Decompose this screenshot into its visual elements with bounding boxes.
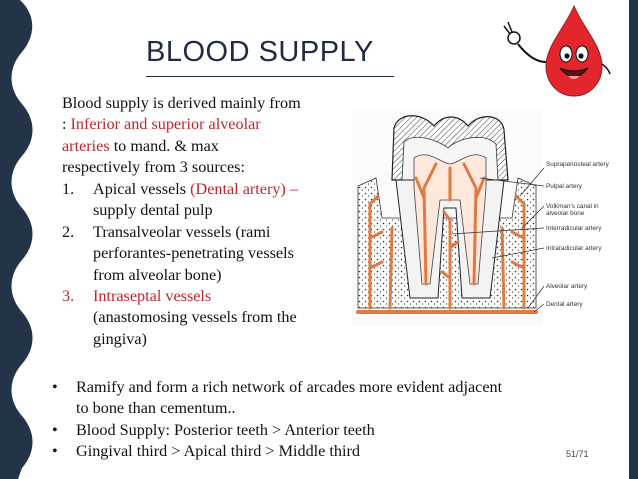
source-2-line-3: from alveolar bone)	[93, 265, 222, 284]
label-interradicular: Interradicular artery	[546, 225, 602, 232]
source-item-2: 2. Transalveolar vessels (rami perforant…	[62, 222, 352, 286]
source-3-line-2: (anastomosing vessels from the	[93, 308, 297, 327]
intro-line-1: Blood supply is derived mainly from	[62, 94, 301, 112]
bullet-1-line-1: Ramify and form a rich network of arcade…	[76, 378, 503, 396]
source-1-line-2: supply dental pulp	[93, 201, 213, 220]
intro-paragraph: Blood supply is derived mainly from : In…	[62, 93, 352, 179]
sources-list: 1. Apical vessels (Dental artery) – supp…	[62, 179, 352, 350]
label-dental: Dental artery	[546, 301, 583, 308]
source-number: 1.	[62, 180, 75, 198]
pulp-chamber	[413, 154, 487, 285]
source-number: 3.	[62, 287, 75, 306]
scalloped-left-border	[0, 0, 33, 479]
page-number: 51/71	[566, 449, 589, 459]
bullet-2-text: Blood Supply: Posterior teeth > Anterior…	[76, 420, 375, 439]
source-2-line-1: Transalveolar vessels (rami	[93, 222, 271, 241]
right-edge-bar	[629, 0, 638, 479]
intro-line-4: respectively from 3 sources:	[62, 158, 245, 177]
intro-line-3: arteries to mand. & max	[62, 136, 352, 157]
bullet-item-3: • Gingival third > Apical third > Middle…	[52, 441, 612, 462]
label-pulpal: Pulpal artery	[546, 183, 583, 190]
source-1-text: Apical vessels	[93, 180, 191, 198]
intraseptal-vessels-text: Intraseptal vessels	[93, 287, 212, 306]
vessel-network	[356, 162, 538, 314]
dental-artery-text: (Dental artery) –	[190, 180, 298, 198]
source-item-1: 1. Apical vessels (Dental artery) – supp…	[62, 179, 352, 222]
alveolar-arteries-text: Inferior and superior alveolar	[70, 115, 261, 134]
slide-title: BLOOD SUPPLY	[146, 36, 374, 68]
label-intraradicular: Intraradicular artery	[546, 245, 602, 252]
bullet-dot: •	[52, 420, 58, 439]
tooth-blood-supply-diagram: Supraperiosteal artery Pulpal artery Vol…	[352, 108, 610, 326]
bullet-3-text: Gingival third > Apical third > Middle t…	[76, 442, 360, 461]
bullet-1-line-2: to bone than cementum..	[76, 399, 236, 418]
label-alveolar: Alveolar artery	[546, 283, 588, 290]
bullet-list: • Ramify and form a rich network of arca…	[52, 377, 612, 463]
source-number: 2.	[62, 222, 75, 241]
bullet-item-2: • Blood Supply: Posterior teeth > Anteri…	[52, 420, 612, 441]
source-3-line-3: gingiva)	[93, 329, 147, 348]
leader-lines	[451, 167, 545, 313]
intro-prefix: :	[62, 115, 71, 134]
title-underline	[146, 76, 394, 77]
bullet-item-1: • Ramify and form a rich network of arca…	[52, 377, 612, 420]
label-supraperiosteal: Supraperiosteal artery	[546, 161, 610, 168]
intro-line-3-rest: to mand. & max	[109, 136, 219, 155]
source-item-3: 3. Intraseptal vessels (anastomosing ves…	[62, 286, 352, 350]
diagram-labels: Supraperiosteal artery Pulpal artery Vol…	[546, 161, 610, 308]
arteries-text: arteries	[62, 136, 110, 155]
source-2-line-2: perforantes-penetrating vessels	[93, 244, 294, 263]
bullet-dot: •	[52, 378, 58, 396]
intro-line-2: : Inferior and superior alveolar	[62, 114, 352, 135]
source-1-line-1: Apical vessels (Dental artery) –	[93, 179, 352, 200]
blood-drop-mascot-icon	[503, 4, 611, 97]
bullet-dot: •	[52, 442, 58, 461]
